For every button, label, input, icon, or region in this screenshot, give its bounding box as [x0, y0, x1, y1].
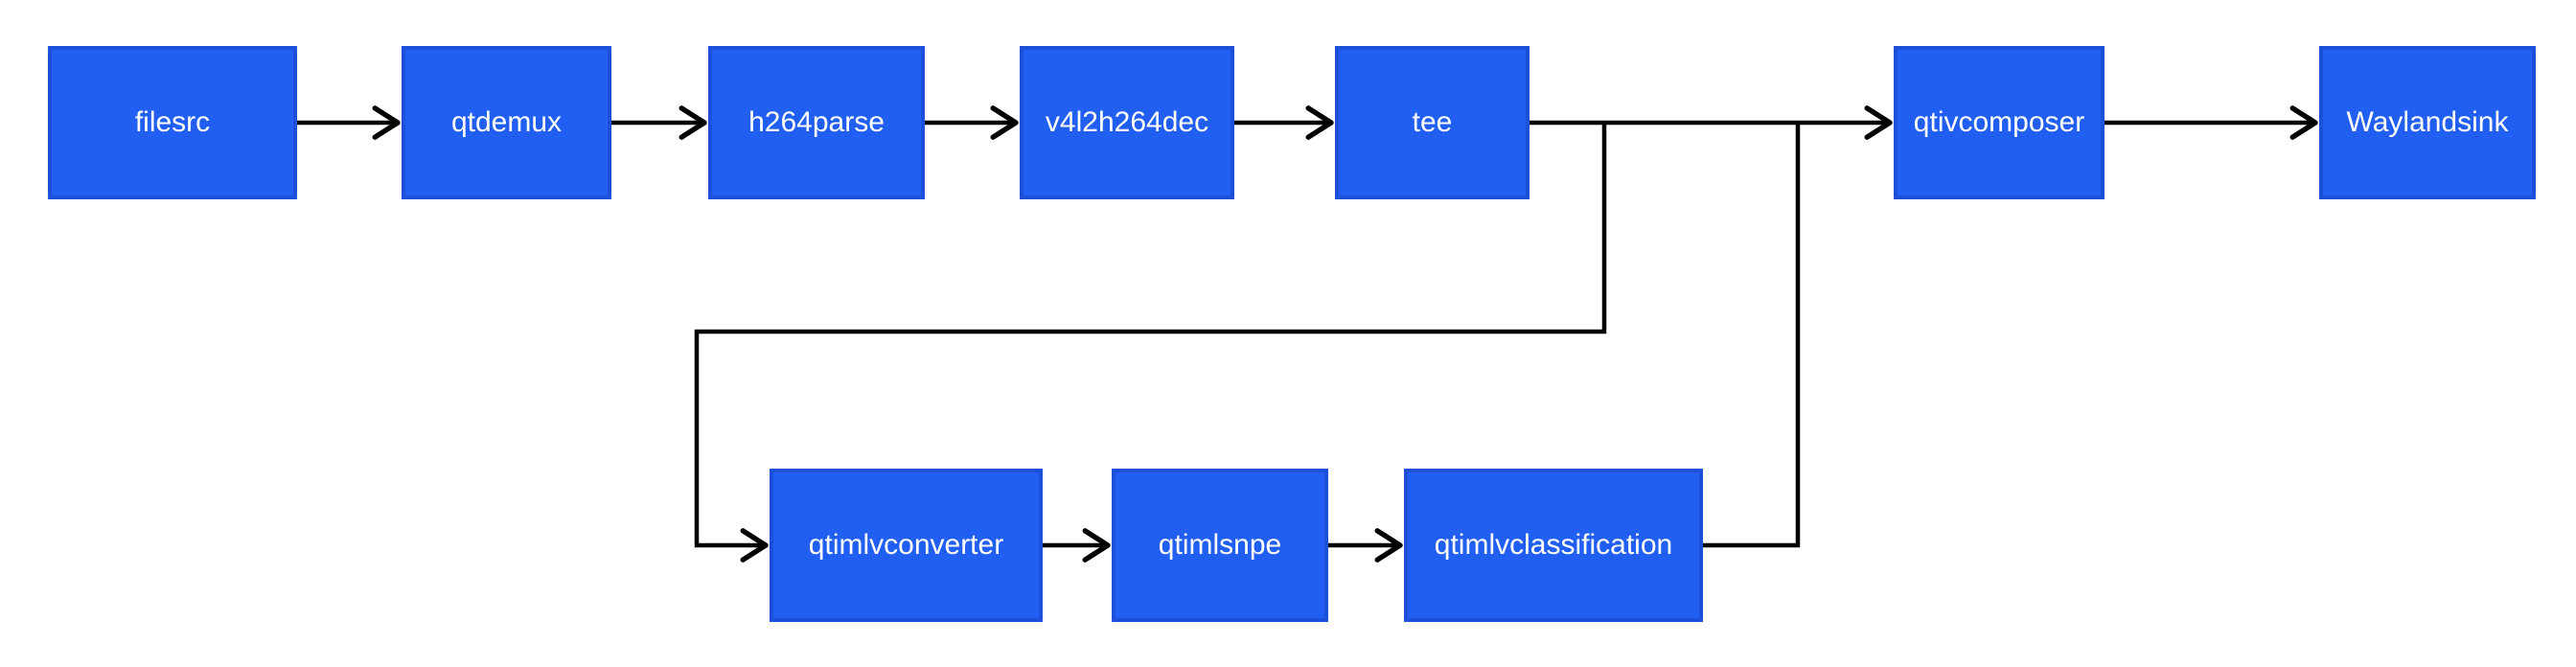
node-tee: tee	[1335, 46, 1530, 199]
node-qtimlvconverter: qtimlvconverter	[770, 469, 1043, 622]
node-qtdemux: qtdemux	[402, 46, 611, 199]
node-filesrc: filesrc	[48, 46, 297, 199]
node-qtivcomposer: qtivcomposer	[1894, 46, 2104, 199]
node-waylandsink: Waylandsink	[2319, 46, 2536, 199]
edge-tee-to-qtimlvconverter	[694, 123, 1607, 563]
edge-qtimlvclassification-to-qtivcomposer	[1703, 122, 1801, 548]
node-h264parse: h264parse	[708, 46, 925, 199]
node-qtimlvclassification: qtimlvclassification	[1404, 469, 1703, 622]
node-qtimlsnpe: qtimlsnpe	[1112, 469, 1328, 622]
node-v4l2h264dec: v4l2h264dec	[1020, 46, 1234, 199]
